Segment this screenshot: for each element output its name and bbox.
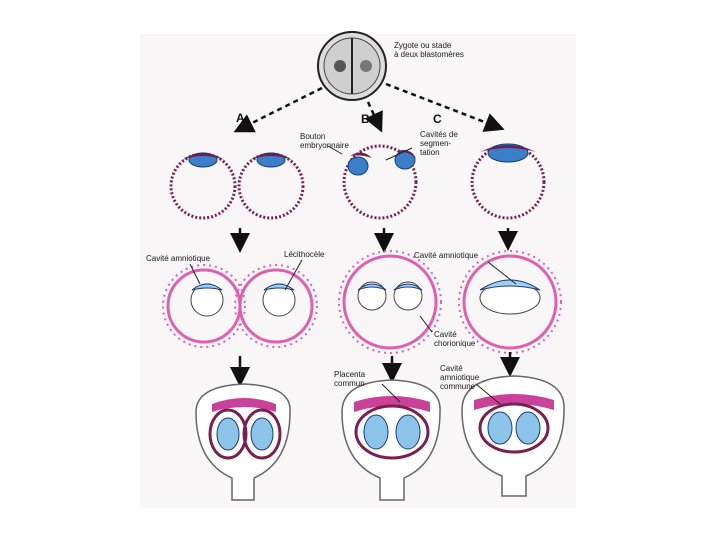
amniotic-sacs xyxy=(208,402,550,460)
placentas xyxy=(212,394,554,412)
inner-cell-masses xyxy=(188,143,529,176)
label-cavite-amniotique-1: Cavité amniotique xyxy=(146,254,211,263)
yolk-sacs xyxy=(190,281,541,317)
pathway-letter-b: B xyxy=(361,112,370,126)
label-placenta-commun: Placenta commun xyxy=(334,370,366,388)
down-arrows-2 xyxy=(230,352,520,387)
pathway-arrows xyxy=(233,82,505,133)
down-arrows-1 xyxy=(230,228,518,253)
label-cavite-chorionique: Cavité chorionique xyxy=(434,330,476,348)
pathway-letter-a: A xyxy=(236,111,245,125)
label-cavite-amniotique-2: Cavité amniotique xyxy=(414,251,479,260)
fetuses xyxy=(216,411,541,451)
label-zygote: Zygote ou stade à deux blastomères xyxy=(394,41,464,59)
label-cavite-amniotique-commune: Cavité amniotique commune xyxy=(440,364,480,391)
chorion-row xyxy=(166,254,558,350)
zygote-cell xyxy=(317,31,387,101)
trophoblast-caps xyxy=(182,145,536,160)
label-cavites-segmentation: Cavités de segmen- tation xyxy=(420,130,458,157)
amniotic-cavities xyxy=(191,279,541,291)
leader-lines xyxy=(189,145,517,405)
pathway-letter-c: C xyxy=(433,112,442,126)
label-bouton-embryonnaire: Bouton embryonnaire xyxy=(300,132,349,150)
label-lecithocele: Lécithocèle xyxy=(284,250,325,259)
